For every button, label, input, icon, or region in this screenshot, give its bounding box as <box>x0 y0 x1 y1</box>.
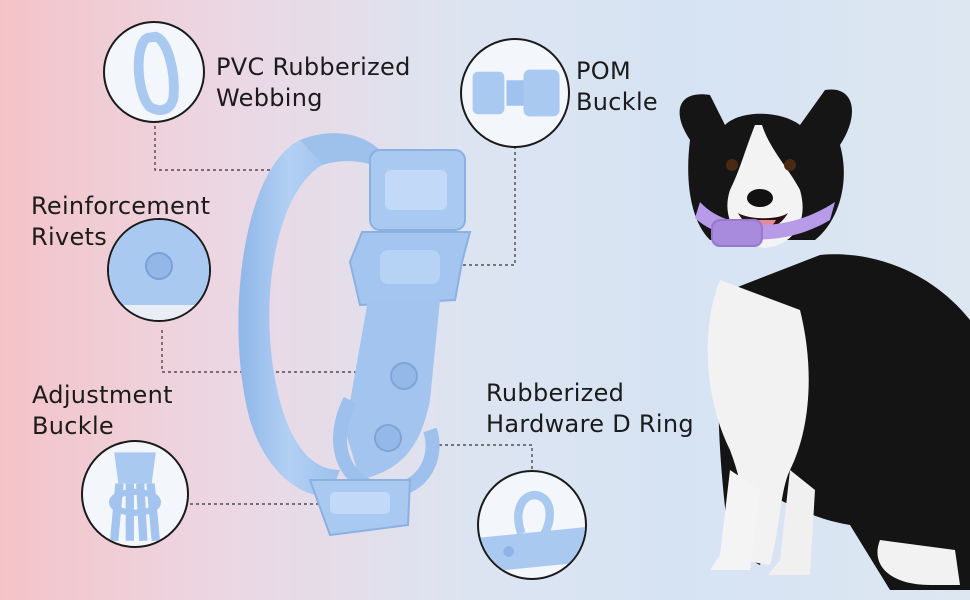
buckle-label: POM Buckle <box>576 57 659 116</box>
adjust-label: Adjustment Buckle <box>32 381 173 440</box>
rivets-label: Reinforcement Rivets <box>31 192 211 251</box>
adjust-buckle-detail-circle <box>81 440 189 548</box>
dring-detail-circle <box>477 470 587 580</box>
dog-photo <box>679 89 970 590</box>
rivet-detail-circle <box>107 218 211 322</box>
webbing-label: PVC Rubberized Webbing <box>216 53 411 112</box>
dring-label: Rubberized Hardware D Ring <box>486 379 694 438</box>
webbing-detail-circle <box>103 21 205 123</box>
buckle-detail-circle <box>460 38 570 148</box>
